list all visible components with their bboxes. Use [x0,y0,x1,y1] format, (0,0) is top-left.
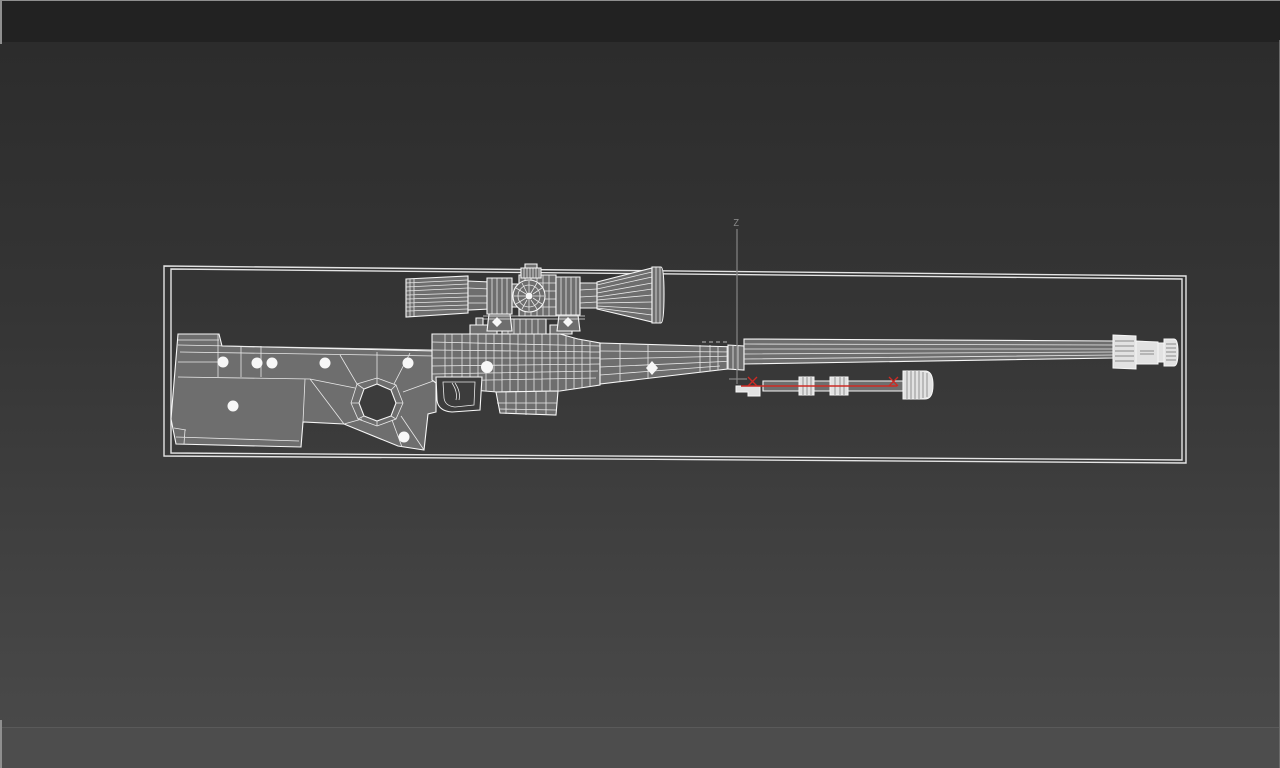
scope-objective-ring-wires [655,267,661,323]
barrel-flutes [743,343,1114,360]
selected-spline[interactable] [741,376,899,387]
barrel-body[interactable] [743,338,1114,365]
muzzle-cap [1163,338,1179,367]
muzzle-block [1112,334,1137,370]
forend-tip-wires [732,345,739,370]
scope-rear-ring [486,277,513,315]
rifle-scope[interactable] [405,263,665,332]
scope-knob-knurl [523,268,540,278]
rod-end-knob [902,370,934,400]
diamond-marker [646,361,658,375]
thumbhole [358,383,397,422]
statusbar-strip [0,727,1280,768]
stock-wireframe [173,334,437,451]
scope-wheel-spokes [514,281,544,311]
viewport-border-left-top [0,0,2,44]
toolbar-strip [0,0,1280,42]
scope-front-ring [555,276,581,316]
scope-eyepiece-wires [405,279,469,317]
scope-bell-wires [596,271,653,316]
trigger-guard [435,376,483,413]
scope-front-ring-wires [560,277,577,315]
forend-wireframe [599,341,737,382]
scope-rear-ring-wires [491,278,508,314]
spline-endpoint-markers [747,376,899,387]
trigger-group[interactable] [435,376,559,416]
muzzle-ring [1157,342,1165,363]
receiver-top-rail [469,317,573,335]
forend-tip [727,344,745,371]
rod-knob-knurl [906,371,928,399]
scope-rear-tube-wires [467,287,491,304]
thumbhole-spokes [351,378,403,426]
axis-gizmo[interactable]: Z [729,218,747,384]
scope-wheel-hub [525,292,533,300]
muzzle-block-lines [1115,340,1134,362]
scope-front-tube-wires [579,288,598,304]
muzzle-cap-lines [1166,343,1176,361]
z-axis-label: Z [733,218,739,229]
viewport-border-left-bottom [0,720,2,768]
muzzle-collar [1135,340,1159,365]
muzzle-collar-slot [1140,350,1154,355]
vertex-markers [217,356,658,443]
trigger [451,382,460,401]
rifle-model[interactable] [170,263,1179,451]
selection-bracket [163,265,1187,464]
forend-body[interactable] [599,342,738,385]
scope-front-tube [579,282,598,309]
scope-objective-ring [651,266,665,324]
scope-knob-cap [524,263,538,269]
rifle-forend[interactable] [599,341,745,385]
magazine-wireframe [497,391,557,415]
rifle-stock[interactable] [170,333,437,451]
trigger-guard-inner [442,381,476,408]
rod-mount-bracket [735,385,761,397]
cleaning-rod[interactable] [735,370,934,400]
rifle-barrel[interactable] [743,334,1179,370]
z-axis-line[interactable] [729,229,747,384]
